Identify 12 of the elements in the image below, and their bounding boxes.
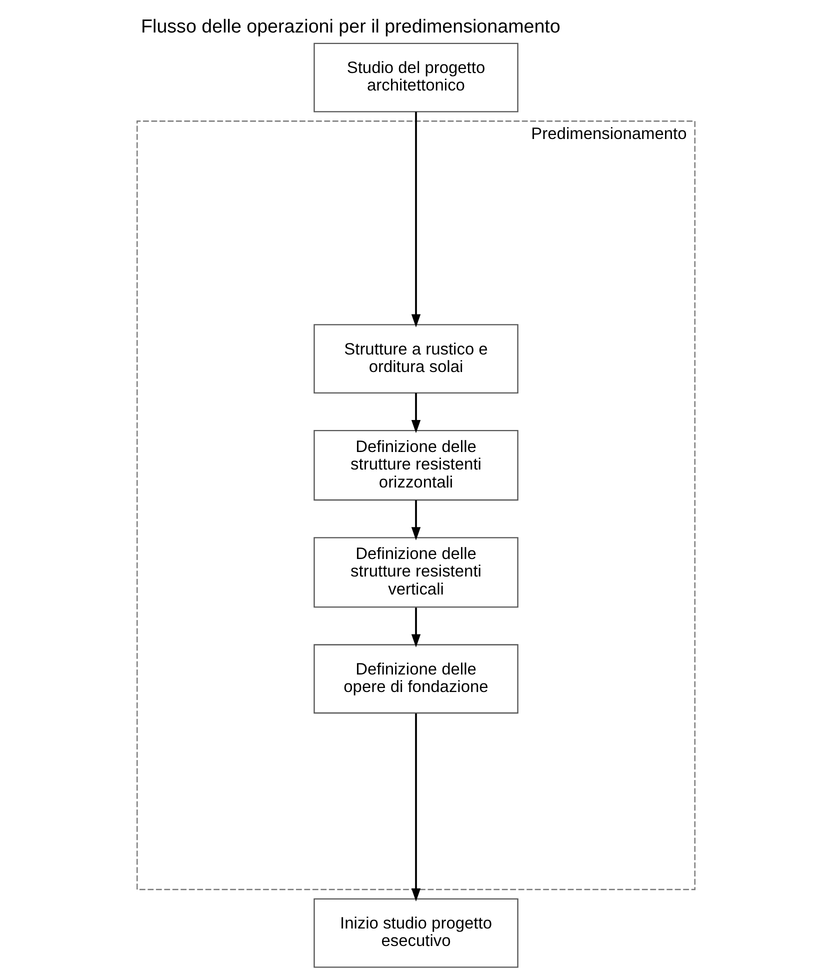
- arrow: [410, 392, 420, 434]
- arrow: [410, 112, 420, 328]
- node-box: Definizione delle opere di fondazione: [313, 644, 518, 714]
- arrow: [410, 500, 420, 540]
- arrow: [410, 713, 420, 902]
- node-box: Definizione delle strutture resistenti verticali: [313, 537, 518, 608]
- diagram-title: Flusso delle operazioni per il predimensionamento: [140, 16, 560, 37]
- node-box: Inizio studio progetto esecutivo: [313, 898, 518, 968]
- node-box: Studio del progetto architettonico: [313, 42, 518, 112]
- node-box: Definizione delle strutture resistenti orizzontali: [313, 430, 518, 501]
- arrow: [410, 608, 420, 648]
- node-box: Strutture a rustico e orditura solai: [313, 324, 518, 394]
